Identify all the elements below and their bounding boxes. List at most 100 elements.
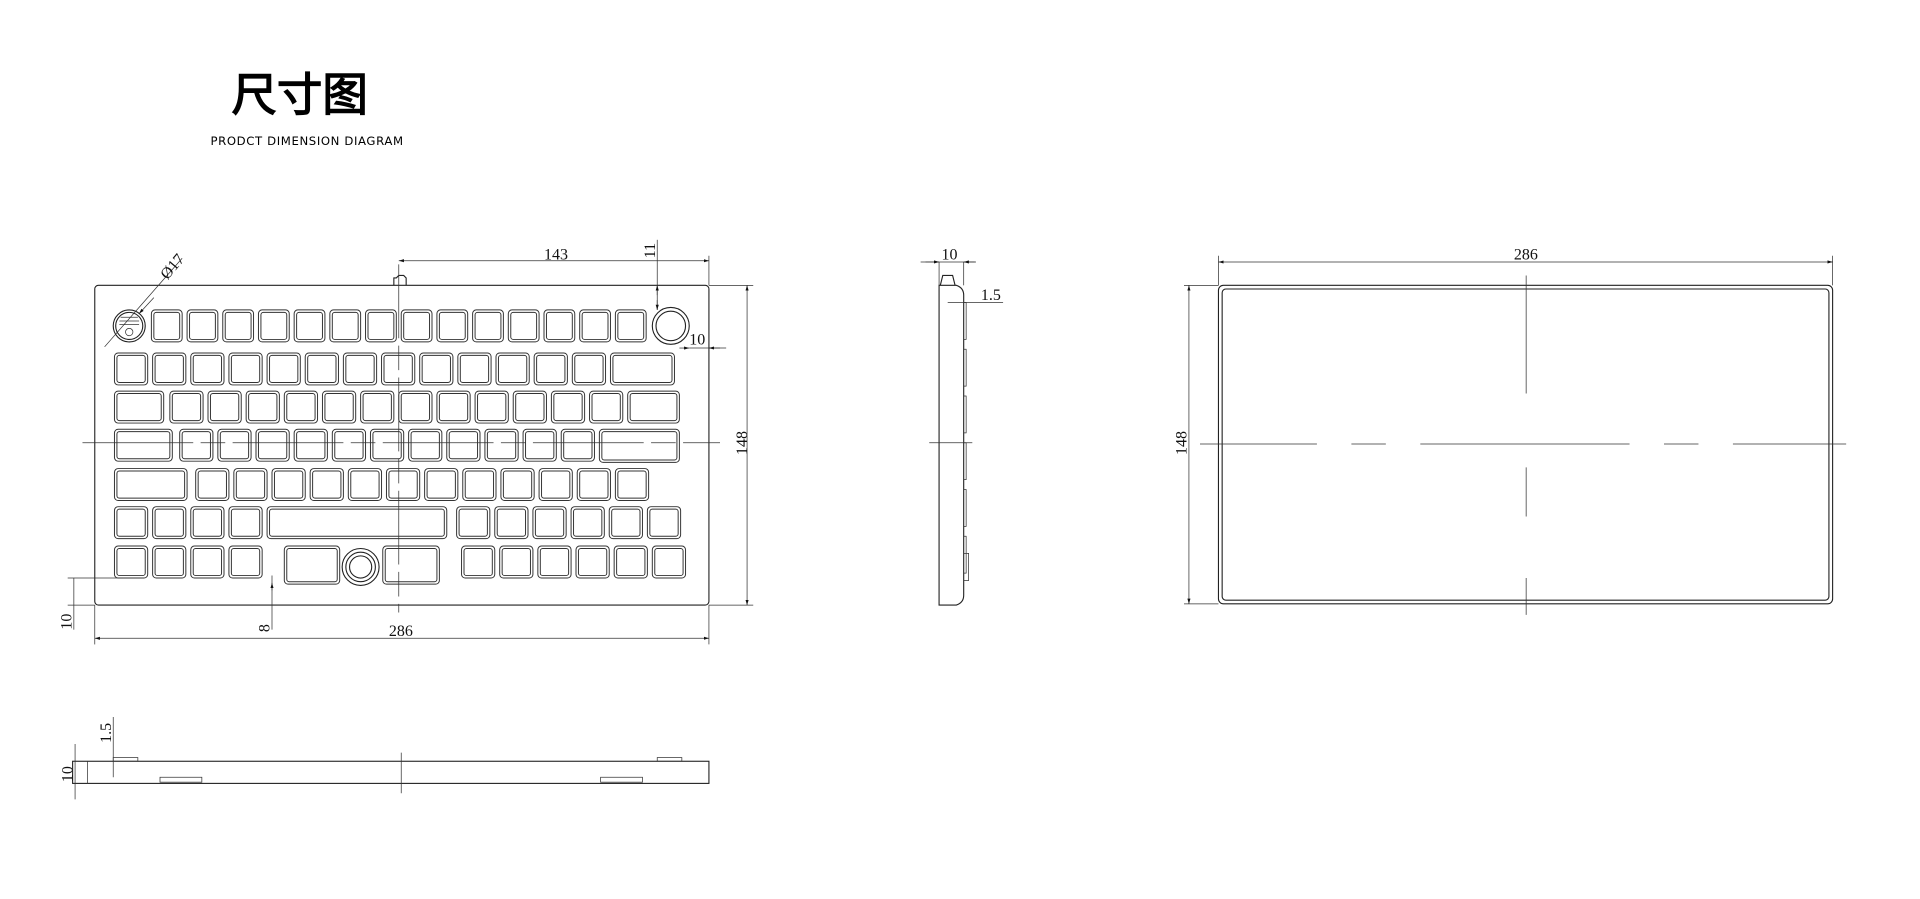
front-view: Ø17 143 11 10 148 286 10 8 [58,239,754,645]
key [324,393,354,422]
key [248,393,278,422]
key [474,311,502,340]
key [312,470,342,499]
back-view: 286 148 [1173,246,1847,615]
key [116,548,146,577]
bottom-view: 10 1.5 [60,716,710,800]
key [260,311,288,340]
key [154,508,184,537]
key [296,431,326,460]
key [553,393,583,422]
key [459,354,490,383]
key [192,354,223,383]
key [421,354,451,383]
key [224,311,252,340]
key [116,508,146,537]
key [116,470,186,499]
key [189,311,216,340]
thickness-label: 10 [60,766,77,782]
key [331,311,359,340]
key-height-label: 1.5 [981,287,1001,304]
key [502,470,533,499]
key [286,548,338,583]
key [577,548,608,577]
foot-label: 1.5 [98,723,115,743]
key [230,548,261,577]
key [296,311,323,340]
key [219,431,250,460]
knob-side-offset-label: 10 [689,331,705,348]
key [116,354,146,383]
key [616,548,646,577]
key [601,431,678,461]
page-subtitle: PRODCT DIMENSION DIAGRAM [210,134,403,148]
key [617,311,645,340]
key [367,311,395,340]
key [541,470,571,499]
key [438,393,469,422]
key [515,393,545,422]
key [496,508,527,537]
mouse-knob [651,306,690,345]
key [273,470,304,499]
key [269,508,445,537]
back-width-label: 286 [1514,246,1538,263]
power-button [112,309,146,343]
keyboard-outline [94,284,710,606]
key [448,431,479,460]
key [384,548,438,583]
depth-label: 10 [942,246,958,263]
key [477,393,507,422]
half-width-label: 143 [544,246,568,263]
key [510,311,538,340]
side-view: 10 1.5 [920,246,1004,606]
key [362,393,392,422]
key [525,431,555,460]
key [617,470,647,499]
key [574,354,604,383]
knob-top-offset-label: 11 [642,243,659,258]
cable-tab [393,274,407,286]
trackball-offset-label: 8 [257,624,274,632]
key [350,470,380,499]
key [573,508,603,537]
key-grid [113,309,687,585]
key [153,311,181,340]
key [230,508,261,537]
key [539,548,570,577]
key [286,393,316,422]
height-label: 148 [734,431,751,455]
trackball [341,547,380,586]
key [235,470,266,499]
key [372,431,402,460]
key [463,548,493,577]
key [426,470,456,499]
key [257,431,288,460]
key [383,354,413,383]
key [209,393,240,422]
key [591,393,621,422]
key [181,431,211,460]
key [334,431,364,460]
key [307,354,337,383]
key [611,508,641,537]
key [171,393,202,422]
key [501,548,531,577]
page-title: 尺寸图 [231,69,368,122]
key [197,470,227,499]
width-label: 286 [389,623,413,640]
key [345,354,375,383]
key [612,354,673,383]
key [654,548,684,577]
key [536,354,566,383]
key [116,393,162,422]
diameter-label: Ø17 [157,251,188,283]
key [534,508,565,537]
key [230,354,261,383]
key [649,508,679,537]
key [563,431,593,460]
key [545,311,573,340]
key [497,354,528,383]
key [410,431,440,460]
